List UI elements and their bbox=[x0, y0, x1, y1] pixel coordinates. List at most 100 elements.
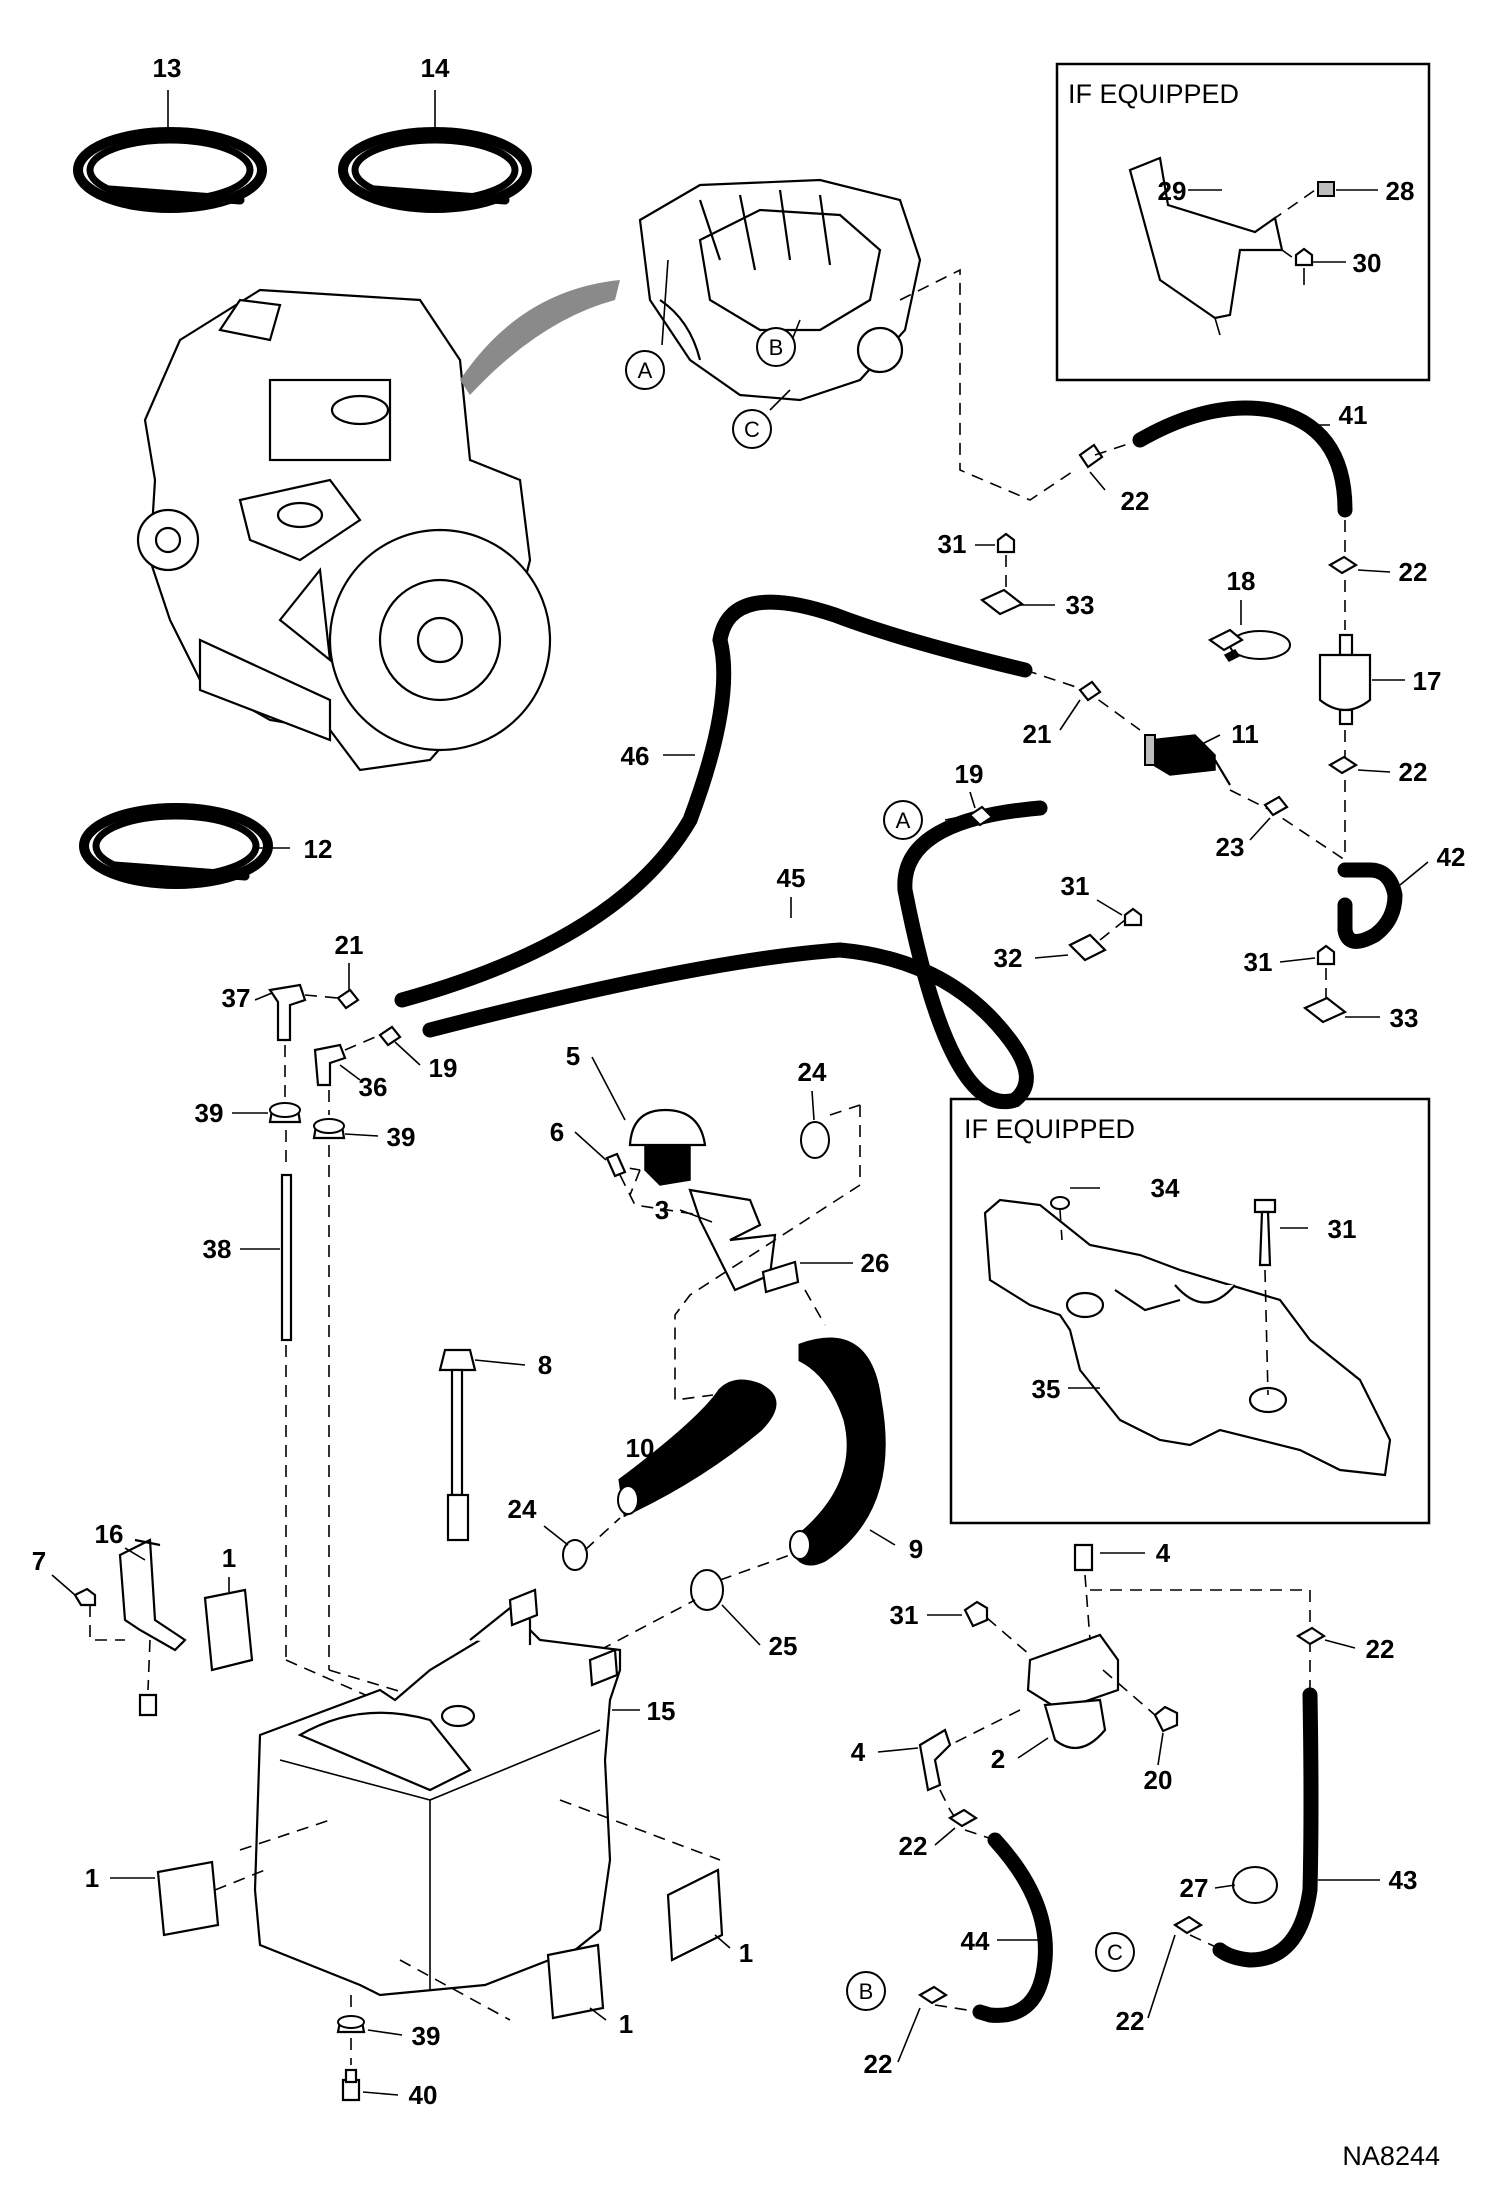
callout-18: 18 bbox=[1227, 566, 1256, 596]
hose-coil-14 bbox=[338, 90, 532, 213]
callout-22: 22 bbox=[1116, 2006, 1145, 2036]
callout-8: 8 bbox=[538, 1350, 552, 1380]
screw-40 bbox=[341, 2038, 361, 2102]
callout-4: 4 bbox=[851, 1737, 866, 1767]
callout-38: 38 bbox=[203, 1234, 232, 1264]
svg-text:A: A bbox=[896, 808, 911, 833]
fitting-4-bottom bbox=[918, 1709, 1021, 1826]
svg-text:C: C bbox=[1107, 1940, 1123, 1965]
callout-36: 36 bbox=[359, 1072, 388, 1102]
callout-22: 22 bbox=[1121, 486, 1150, 516]
clamp-22-b bbox=[1327, 555, 1359, 575]
bracket-16 bbox=[73, 1538, 187, 1717]
svg-text:B: B bbox=[859, 1979, 874, 2004]
ref-circle-c-top: C bbox=[732, 409, 772, 449]
clamp-25 bbox=[599, 1554, 791, 1651]
clamp-19-top bbox=[944, 805, 994, 827]
tube-38 bbox=[280, 1045, 446, 1731]
ref-circle-a-top: A bbox=[625, 350, 665, 390]
ref-circle-c-bottom: C bbox=[1095, 1932, 1135, 1972]
fuel-tank-15 bbox=[239, 1588, 721, 2021]
hose-10 bbox=[617, 1379, 777, 1518]
hose-45 bbox=[422, 800, 1048, 1109]
callout-3: 3 bbox=[655, 1195, 669, 1225]
callout-22: 22 bbox=[864, 2049, 893, 2079]
callout-22: 22 bbox=[899, 1831, 928, 1861]
hose-44 bbox=[917, 1829, 1053, 2023]
callout-13: 13 bbox=[153, 53, 182, 83]
engine-illustration bbox=[136, 280, 620, 772]
grommet-39-left bbox=[268, 1102, 302, 1124]
callout-39: 39 bbox=[412, 2021, 441, 2051]
callout-2: 2 bbox=[991, 1744, 1005, 1774]
callout-1: 1 bbox=[222, 1543, 236, 1573]
fitting-36 bbox=[313, 1025, 402, 1087]
if-equipped-box-bracket: IF EQUIPPED bbox=[1055, 62, 1431, 382]
clamp-32 bbox=[1068, 907, 1143, 962]
callout-40: 40 bbox=[409, 2080, 438, 2110]
callout-15: 15 bbox=[647, 1696, 676, 1726]
hose-42 bbox=[1337, 862, 1403, 949]
callout-32: 32 bbox=[994, 943, 1023, 973]
callout-7: 7 bbox=[32, 1546, 46, 1576]
if-equipped-label: IF EQUIPPED bbox=[1068, 79, 1239, 109]
callout-1: 1 bbox=[85, 1863, 99, 1893]
screw-31-separator bbox=[963, 1600, 1031, 1656]
clamp-27 bbox=[1232, 1866, 1278, 1904]
callout-23: 23 bbox=[1216, 832, 1245, 862]
callout-1: 1 bbox=[619, 2009, 633, 2039]
callout-26: 26 bbox=[861, 1248, 890, 1278]
hose-43 bbox=[1172, 1626, 1327, 1968]
callout-31: 31 bbox=[1061, 871, 1090, 901]
clamp-24-top bbox=[800, 1104, 861, 1159]
tube-26 bbox=[761, 1260, 826, 1326]
callout-9: 9 bbox=[909, 1534, 923, 1564]
fitting-37 bbox=[268, 983, 360, 1042]
callout-12: 12 bbox=[304, 834, 333, 864]
callout-31: 31 bbox=[938, 529, 967, 559]
callout-14: 14 bbox=[421, 53, 450, 83]
hose-9 bbox=[789, 1337, 886, 1566]
callout-22: 22 bbox=[1399, 757, 1428, 787]
callout-44: 44 bbox=[961, 1926, 990, 1956]
svg-text:A: A bbox=[638, 358, 653, 383]
clamp-33-top bbox=[979, 532, 1025, 616]
clamp-24-bottom bbox=[562, 1517, 621, 1571]
callout-33: 33 bbox=[1066, 590, 1095, 620]
pad-1-top bbox=[203, 1588, 254, 1672]
callout-1: 1 bbox=[739, 1938, 753, 1968]
callout-29: 29 bbox=[1158, 176, 1187, 206]
callout-4: 4 bbox=[1156, 1538, 1171, 1568]
callout-5: 5 bbox=[566, 1041, 580, 1071]
callout-31: 31 bbox=[1244, 947, 1273, 977]
callout-16: 16 bbox=[95, 1519, 124, 1549]
callout-42: 42 bbox=[1437, 842, 1466, 872]
grommet-39-bottom bbox=[336, 1995, 366, 2034]
callout-19: 19 bbox=[429, 1053, 458, 1083]
callout-27: 27 bbox=[1180, 1873, 1209, 1903]
callout-24: 24 bbox=[508, 1494, 537, 1524]
callout-37: 37 bbox=[222, 983, 251, 1013]
clamp-18 bbox=[1207, 628, 1291, 662]
callout-41: 41 bbox=[1339, 400, 1368, 430]
callout-45: 45 bbox=[777, 863, 806, 893]
callout-20: 20 bbox=[1144, 1765, 1173, 1795]
callout-39: 39 bbox=[387, 1122, 416, 1152]
if-equipped-label: IF EQUIPPED bbox=[964, 1114, 1135, 1144]
clamp-33-bottom bbox=[1302, 944, 1348, 1024]
fuel-cap-5 bbox=[628, 1108, 707, 1186]
callout-33: 33 bbox=[1390, 1003, 1419, 1033]
drawing-code: NA8244 bbox=[1342, 2141, 1440, 2171]
grommet-39-right bbox=[312, 1118, 346, 1140]
hose-coil-13 bbox=[73, 90, 267, 213]
callout-21: 21 bbox=[1023, 719, 1052, 749]
clamp-22-a bbox=[1078, 439, 1141, 469]
callout-17: 17 bbox=[1413, 666, 1442, 696]
hose-coil-12 bbox=[79, 803, 290, 889]
ref-circle-b-bottom: B bbox=[846, 1971, 886, 2011]
hose-41 bbox=[1132, 400, 1353, 518]
clamp-22-c bbox=[1327, 755, 1359, 775]
ref-circle-a-mid: A bbox=[883, 800, 923, 840]
pin-6 bbox=[605, 1152, 627, 1178]
